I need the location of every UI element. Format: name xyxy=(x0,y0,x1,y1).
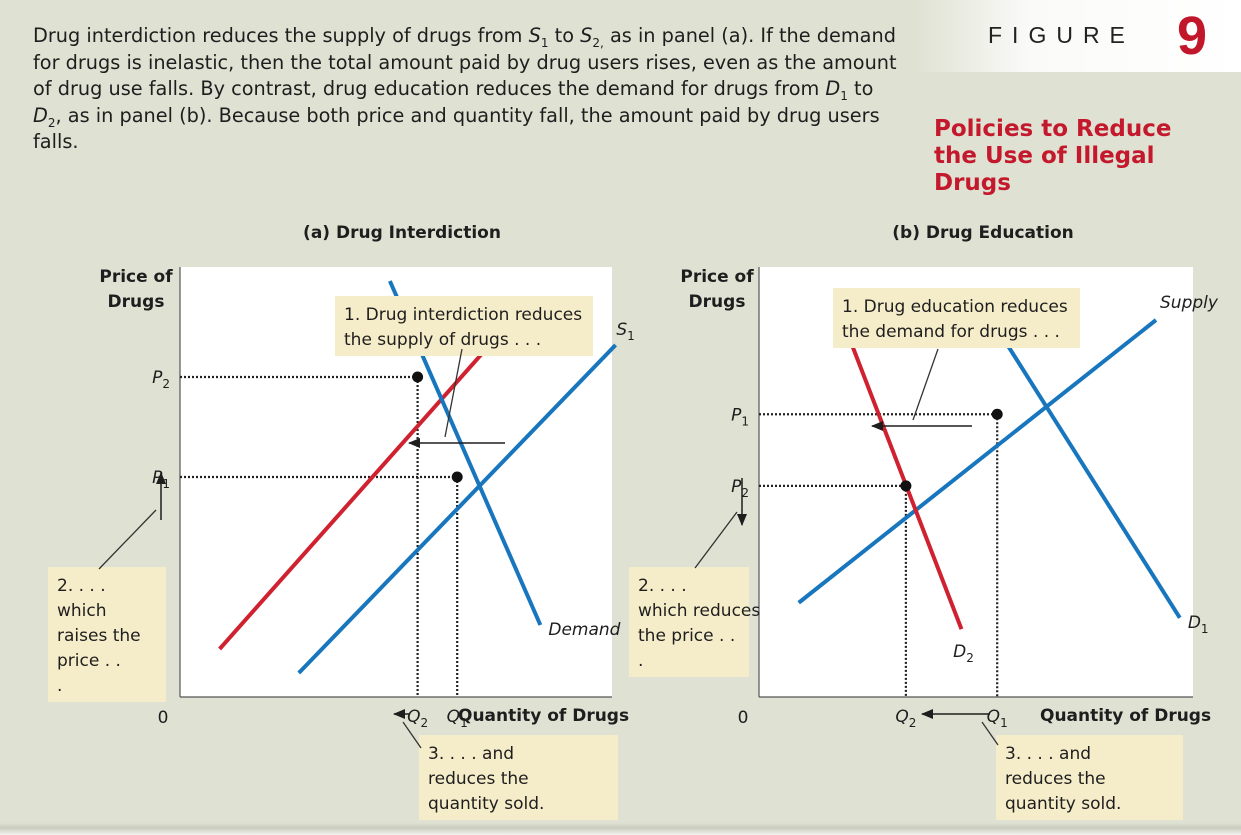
panel-a-note-2-pointer xyxy=(98,509,157,570)
panel-b-ylabel-line2: Drugs xyxy=(689,292,746,312)
figure-number: 9 xyxy=(1177,6,1208,66)
panel-a-note-2-line: raises the xyxy=(57,626,141,646)
panel-a-equilibrium-point xyxy=(451,471,463,483)
panel-b-note-1-line: the demand for drugs . . . xyxy=(842,322,1060,342)
panel-b-curve-supply xyxy=(797,318,1158,605)
panel-a-note-2-line: 2. . . . xyxy=(57,576,106,596)
panel-b-price-label: P2 xyxy=(731,477,749,500)
panel-a-note-2-line: which xyxy=(57,601,107,621)
panel-b-note-3-line: quantity sold. xyxy=(1005,794,1121,814)
panel-a-note-1-line: the supply of drugs . . . xyxy=(344,330,541,350)
panel-b-note-1-line: 1. Drug education reduces xyxy=(842,297,1068,317)
panel-a-quantity-label: Q1 xyxy=(447,707,468,730)
panel-a-price-label: P2 xyxy=(152,368,170,391)
panel-a-curve-label: Demand xyxy=(548,620,620,640)
panel-a-xlabel: Quantity of Drugs xyxy=(458,706,629,726)
panel-b-note-1: 1. Drug education reduces the demand for … xyxy=(833,288,1080,348)
panel-b-note-2-line: 2. . . . xyxy=(638,576,687,596)
panel-b-note-2-box xyxy=(629,567,749,677)
panel-a-note-3: 3. . . . and reduces the quantity sold. xyxy=(419,735,618,820)
panel-b-note-3-line: reduces the xyxy=(1005,769,1106,789)
panel-b-price-label: P1 xyxy=(731,405,749,428)
panel-a-curve-s1 xyxy=(297,343,618,675)
panel-b-ylabel-line1: Price of xyxy=(680,267,754,287)
panel-b-curve-label: Supply xyxy=(1160,293,1219,313)
figure-title: Policies to Reduce the Use of Illegal Dr… xyxy=(934,116,1172,196)
panel-b-note-2-pointer xyxy=(694,511,738,569)
panel-b-note-3-line: 3. . . . and xyxy=(1005,744,1091,764)
panel-a-note-1: 1. Drug interdiction reduces the supply o… xyxy=(335,296,593,356)
panel-a-note-2: 2. . . . which raises the price . .. xyxy=(48,567,166,702)
figure-label: FIGURE xyxy=(988,22,1135,48)
panel-b-quantity-label: Q1 xyxy=(987,707,1008,730)
panel-a-note-1-box xyxy=(335,296,593,356)
panel-a-note-3-pointer xyxy=(402,721,422,749)
panel-a-note-2-box xyxy=(48,567,166,702)
panel-a-ylabel-line1: Price of xyxy=(99,267,173,287)
panel-a-note-1-line: 1. Drug interdiction reduces xyxy=(344,305,582,325)
panel-b-note-3-pointer xyxy=(981,721,999,746)
panel-a-quantity-label: Q2 xyxy=(407,707,428,730)
panel-a-origin: 0 xyxy=(158,708,169,728)
panel-b-origin: 0 xyxy=(738,708,749,728)
panel-a-ylabel-line2: Drugs xyxy=(108,292,165,312)
panel-b-note-2: 2. . . . which reduces the price . .. xyxy=(629,567,760,677)
panel-b-note-2-line: which reduces xyxy=(638,601,760,621)
panel-a-note-1-pointer xyxy=(444,348,463,438)
panel-a-curve-label: S1 xyxy=(616,320,634,343)
panel-b-curve-d2 xyxy=(840,319,964,630)
panel-a-note-3-line: 3. . . . and xyxy=(428,744,514,764)
panel-b-title: (b) Drug Education xyxy=(892,223,1073,243)
panel-b-note-3: 3. . . . and reduces the quantity sold. xyxy=(996,735,1183,820)
panel-b-equilibrium-point xyxy=(991,408,1003,420)
panel-a-note-3-line: reduces the xyxy=(428,769,529,789)
panel-a-note-2-line: price . . xyxy=(57,651,121,671)
panel-a-note-3-box xyxy=(419,735,618,820)
panel-b-xlabel: Quantity of Drugs xyxy=(1040,706,1211,726)
figure-banner xyxy=(915,0,1241,72)
panel-b-note-1-pointer xyxy=(912,348,939,421)
panel-a-note-3-line: quantity sold. xyxy=(428,794,544,814)
panel-b-curve-label: D1 xyxy=(1188,613,1209,636)
panel-a-note-2-line: . xyxy=(57,676,62,696)
panel-b-note-1-box xyxy=(833,288,1080,348)
figure-caption: Drug interdiction reduces the supply of … xyxy=(33,24,897,153)
panel-a-curve-s2 xyxy=(218,335,499,651)
panel-b-quantity-label: Q2 xyxy=(895,707,916,730)
panel-b-note-2-line: the price . . xyxy=(638,626,735,646)
panel-b-curve-d1 xyxy=(975,296,1182,619)
panel-a-equilibrium-point xyxy=(412,371,424,383)
panel-b-curve-label: D2 xyxy=(953,642,974,665)
panel-a-title: (a) Drug Interdiction xyxy=(303,223,501,243)
panel-b-note-2-line: . xyxy=(638,651,643,671)
panel-b-equilibrium-point xyxy=(900,480,912,492)
panel-b-note-3-box xyxy=(996,735,1183,820)
